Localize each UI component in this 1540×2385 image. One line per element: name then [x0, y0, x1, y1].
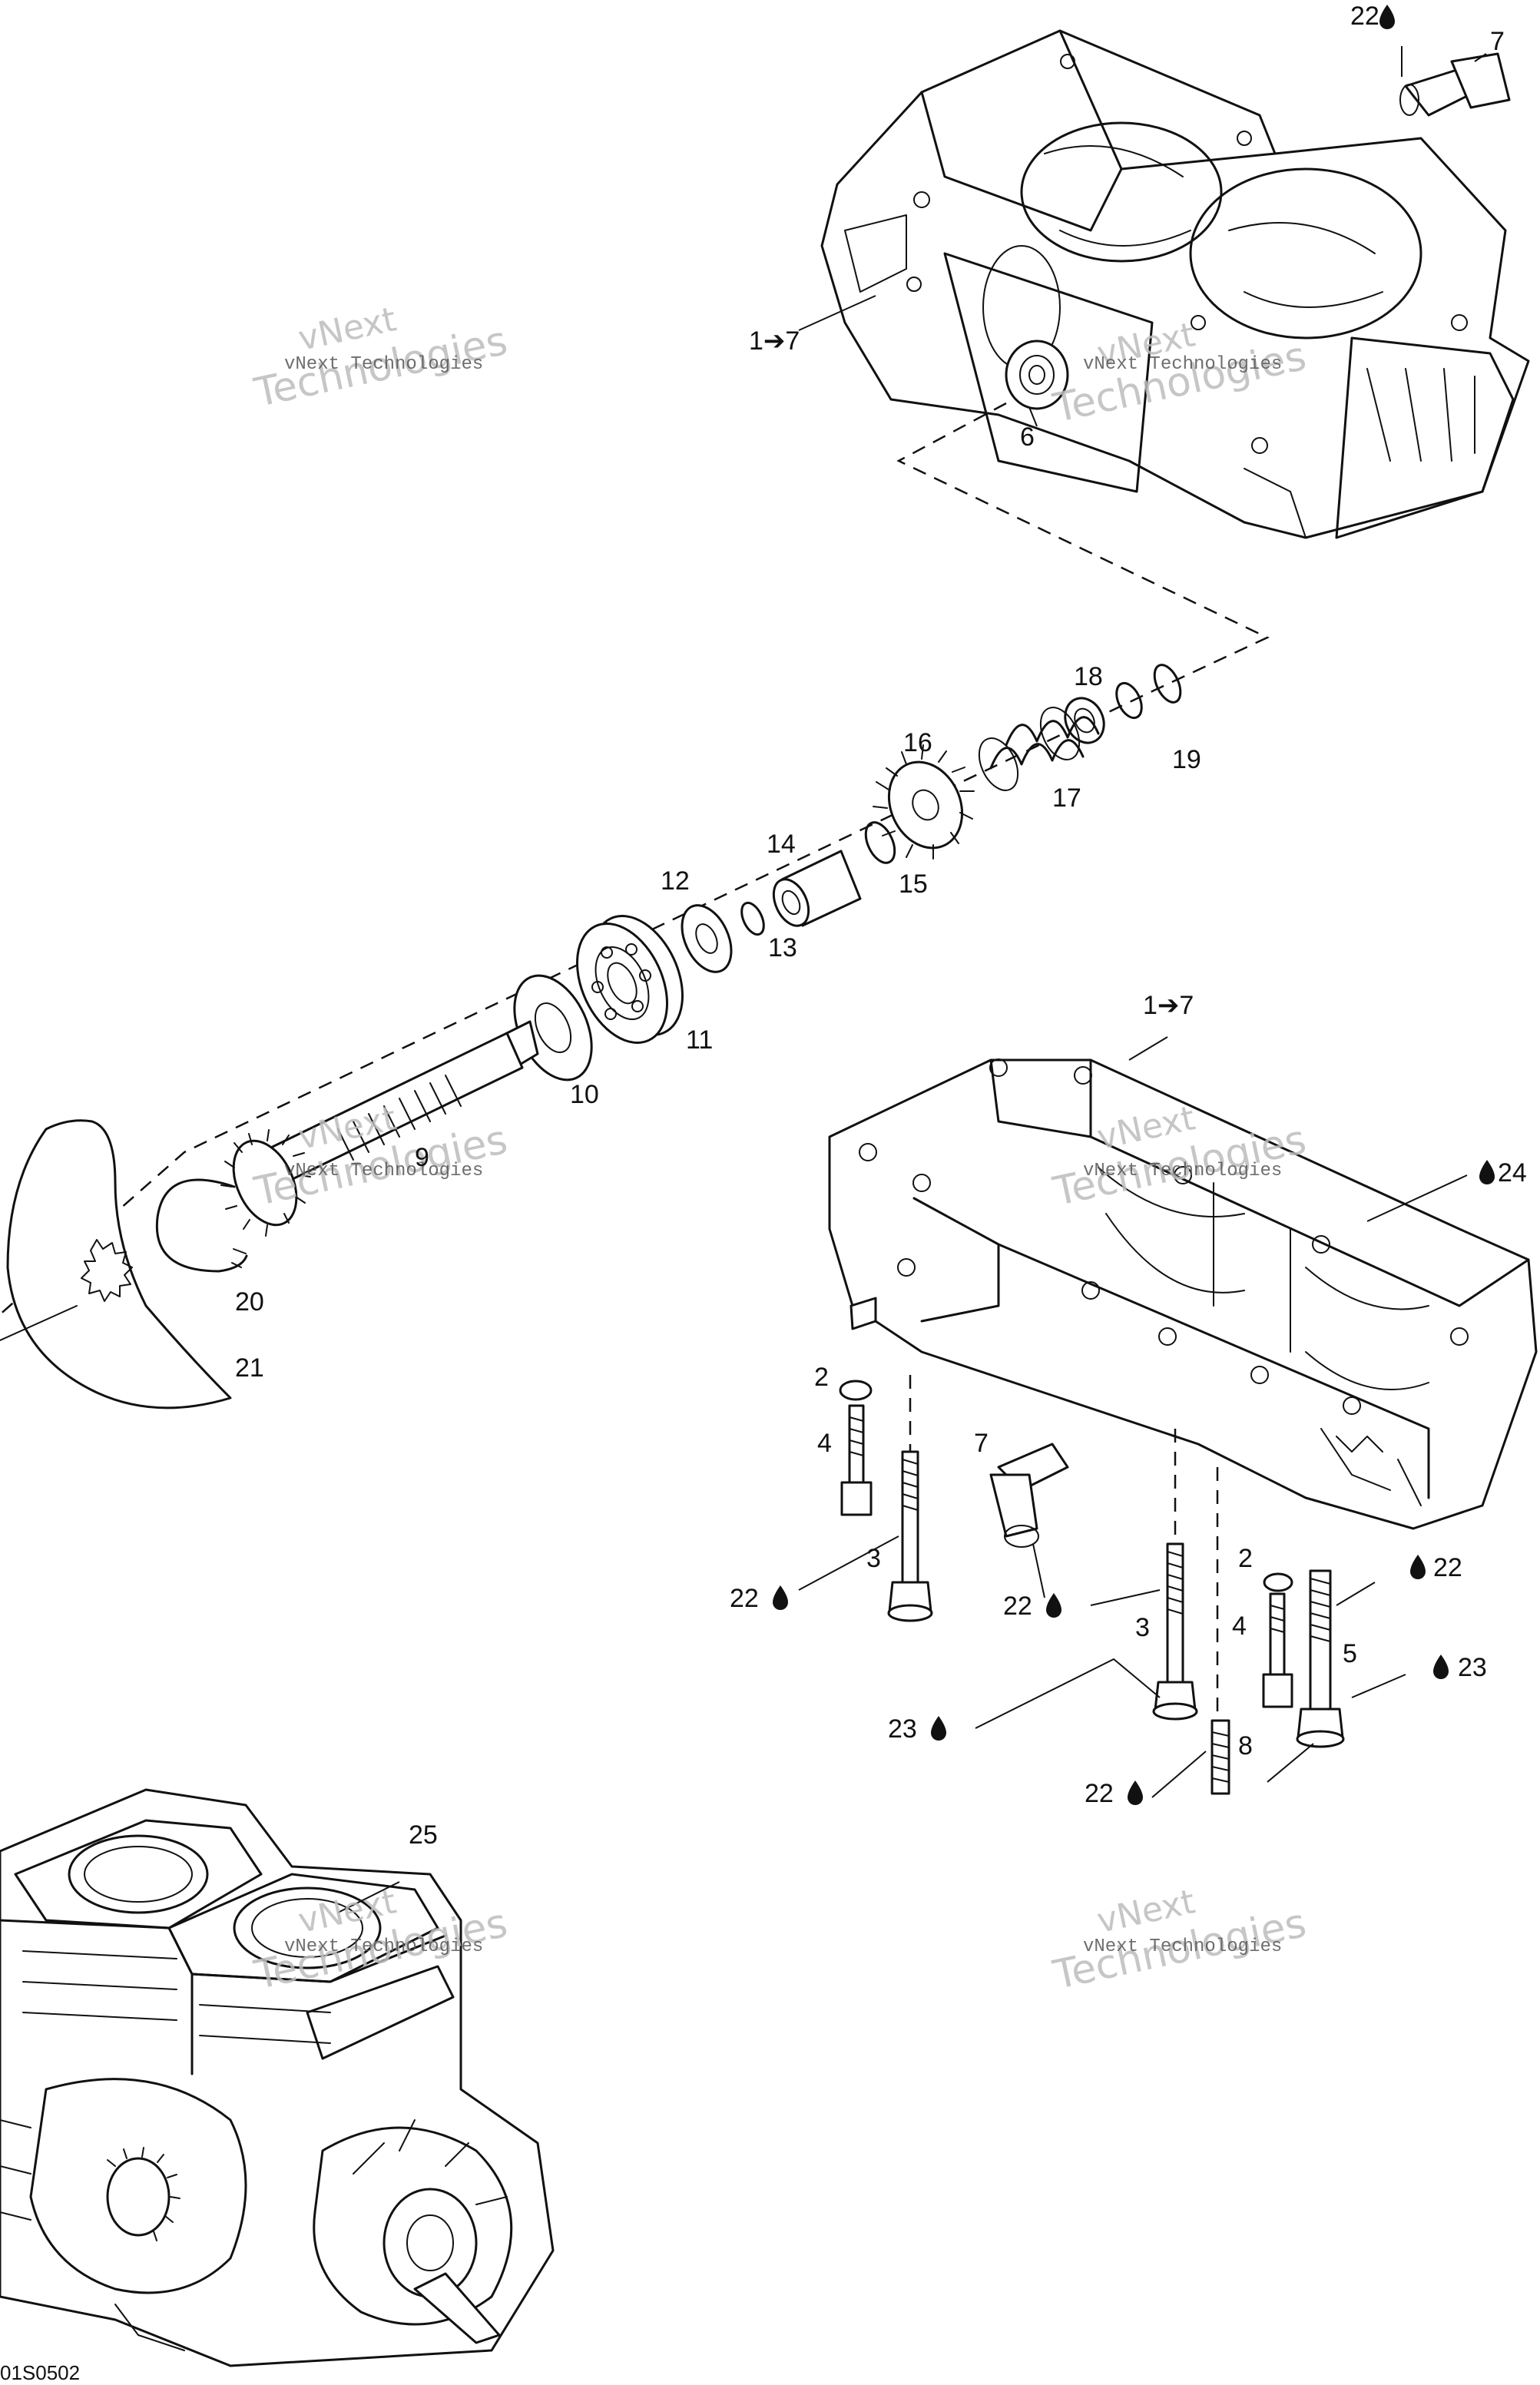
- callout-2-left: 2: [814, 1363, 829, 1392]
- assembly-line: [0, 402, 1270, 1316]
- callout-11: 11: [686, 1025, 713, 1055]
- watermark-small-1: vNext Technologies: [284, 354, 483, 375]
- liquid-drop-icon: [1433, 1655, 1449, 1679]
- callout-13: 13: [768, 933, 797, 962]
- callout-15: 15: [899, 870, 928, 899]
- callout-23-a: 23: [888, 1714, 917, 1744]
- shaft-assembly: [0, 664, 1182, 1409]
- liquid-drop-icon: [1410, 1555, 1426, 1579]
- pinion-gear-16: [873, 744, 975, 860]
- liquid-drop-icon: [1046, 1593, 1061, 1618]
- callout-16: 16: [903, 728, 932, 757]
- leader-lines: [337, 46, 1487, 1913]
- drive-shaft-9: [220, 1020, 539, 1237]
- ball-bearing-11: [576, 915, 684, 1044]
- callout-17: 17: [1052, 783, 1081, 813]
- sealant-icons: [773, 5, 1495, 1805]
- drawing-code: 01S0502: [0, 2361, 80, 2384]
- callout-7-top: 7: [1490, 27, 1505, 56]
- callout-23-b: 23: [1458, 1653, 1487, 1682]
- watermark-small-4: vNext Technologies: [1083, 1161, 1282, 1181]
- cover-plate-21: [6, 1119, 232, 1409]
- callout-10: 10: [570, 1080, 599, 1109]
- callout-22-d: 22: [1085, 1779, 1114, 1808]
- watermark-small-2: vNext Technologies: [1083, 354, 1282, 375]
- watermark-6: vNext Technologies: [1048, 1882, 1310, 1999]
- callout-1-7-mid: 1➔7: [1143, 991, 1194, 1020]
- elbow-fitting-7-top: [1399, 52, 1511, 117]
- callout-3-right: 3: [1135, 1613, 1150, 1642]
- callout-3-left: 3: [866, 1544, 881, 1573]
- callout-1-7-top: 1➔7: [749, 326, 800, 356]
- callout-24: 24: [1498, 1158, 1527, 1188]
- watermark-small-3: vNext Technologies: [284, 1161, 483, 1181]
- callout-22-top: 22: [1350, 2, 1379, 31]
- callout-22-c: 22: [1433, 1553, 1462, 1582]
- callout-18: 18: [1074, 662, 1103, 691]
- watermark-small-5: vNext Technologies: [284, 1936, 483, 1957]
- engine-assembly-25: [0, 1788, 555, 2367]
- callout-5: 5: [1343, 1639, 1357, 1668]
- lower-crankcase: [828, 1058, 1538, 1530]
- fasteners: [839, 1375, 1345, 1795]
- callout-9: 9: [415, 1143, 429, 1172]
- callout-21: 21: [235, 1353, 264, 1383]
- bearing-6: [1005, 340, 1069, 410]
- callout-19: 19: [1172, 745, 1201, 774]
- callout-4-left: 4: [817, 1429, 832, 1458]
- liquid-drop-icon: [1128, 1780, 1143, 1805]
- callout-22-a: 22: [730, 1584, 759, 1613]
- callout-20: 20: [235, 1287, 264, 1317]
- liquid-drop-icon: [1379, 5, 1395, 29]
- callout-2-right: 2: [1238, 1544, 1253, 1573]
- callout-7-mid: 7: [974, 1429, 989, 1458]
- callout-8: 8: [1238, 1731, 1253, 1761]
- liquid-drop-icon: [931, 1716, 946, 1741]
- liquid-drop-icon: [1479, 1160, 1495, 1184]
- liquid-drop-icon: [773, 1585, 788, 1610]
- watermark-small-6: vNext Technologies: [1083, 1936, 1282, 1957]
- watermark-1: vNext Technologies: [250, 300, 511, 416]
- callout-22-b: 22: [1003, 1592, 1032, 1621]
- upper-crankcase: [820, 29, 1530, 539]
- callout-25: 25: [409, 1820, 438, 1850]
- callout-6: 6: [1020, 422, 1035, 452]
- callout-14: 14: [767, 830, 796, 859]
- callout-12: 12: [661, 866, 690, 896]
- callout-4-right: 4: [1232, 1612, 1247, 1641]
